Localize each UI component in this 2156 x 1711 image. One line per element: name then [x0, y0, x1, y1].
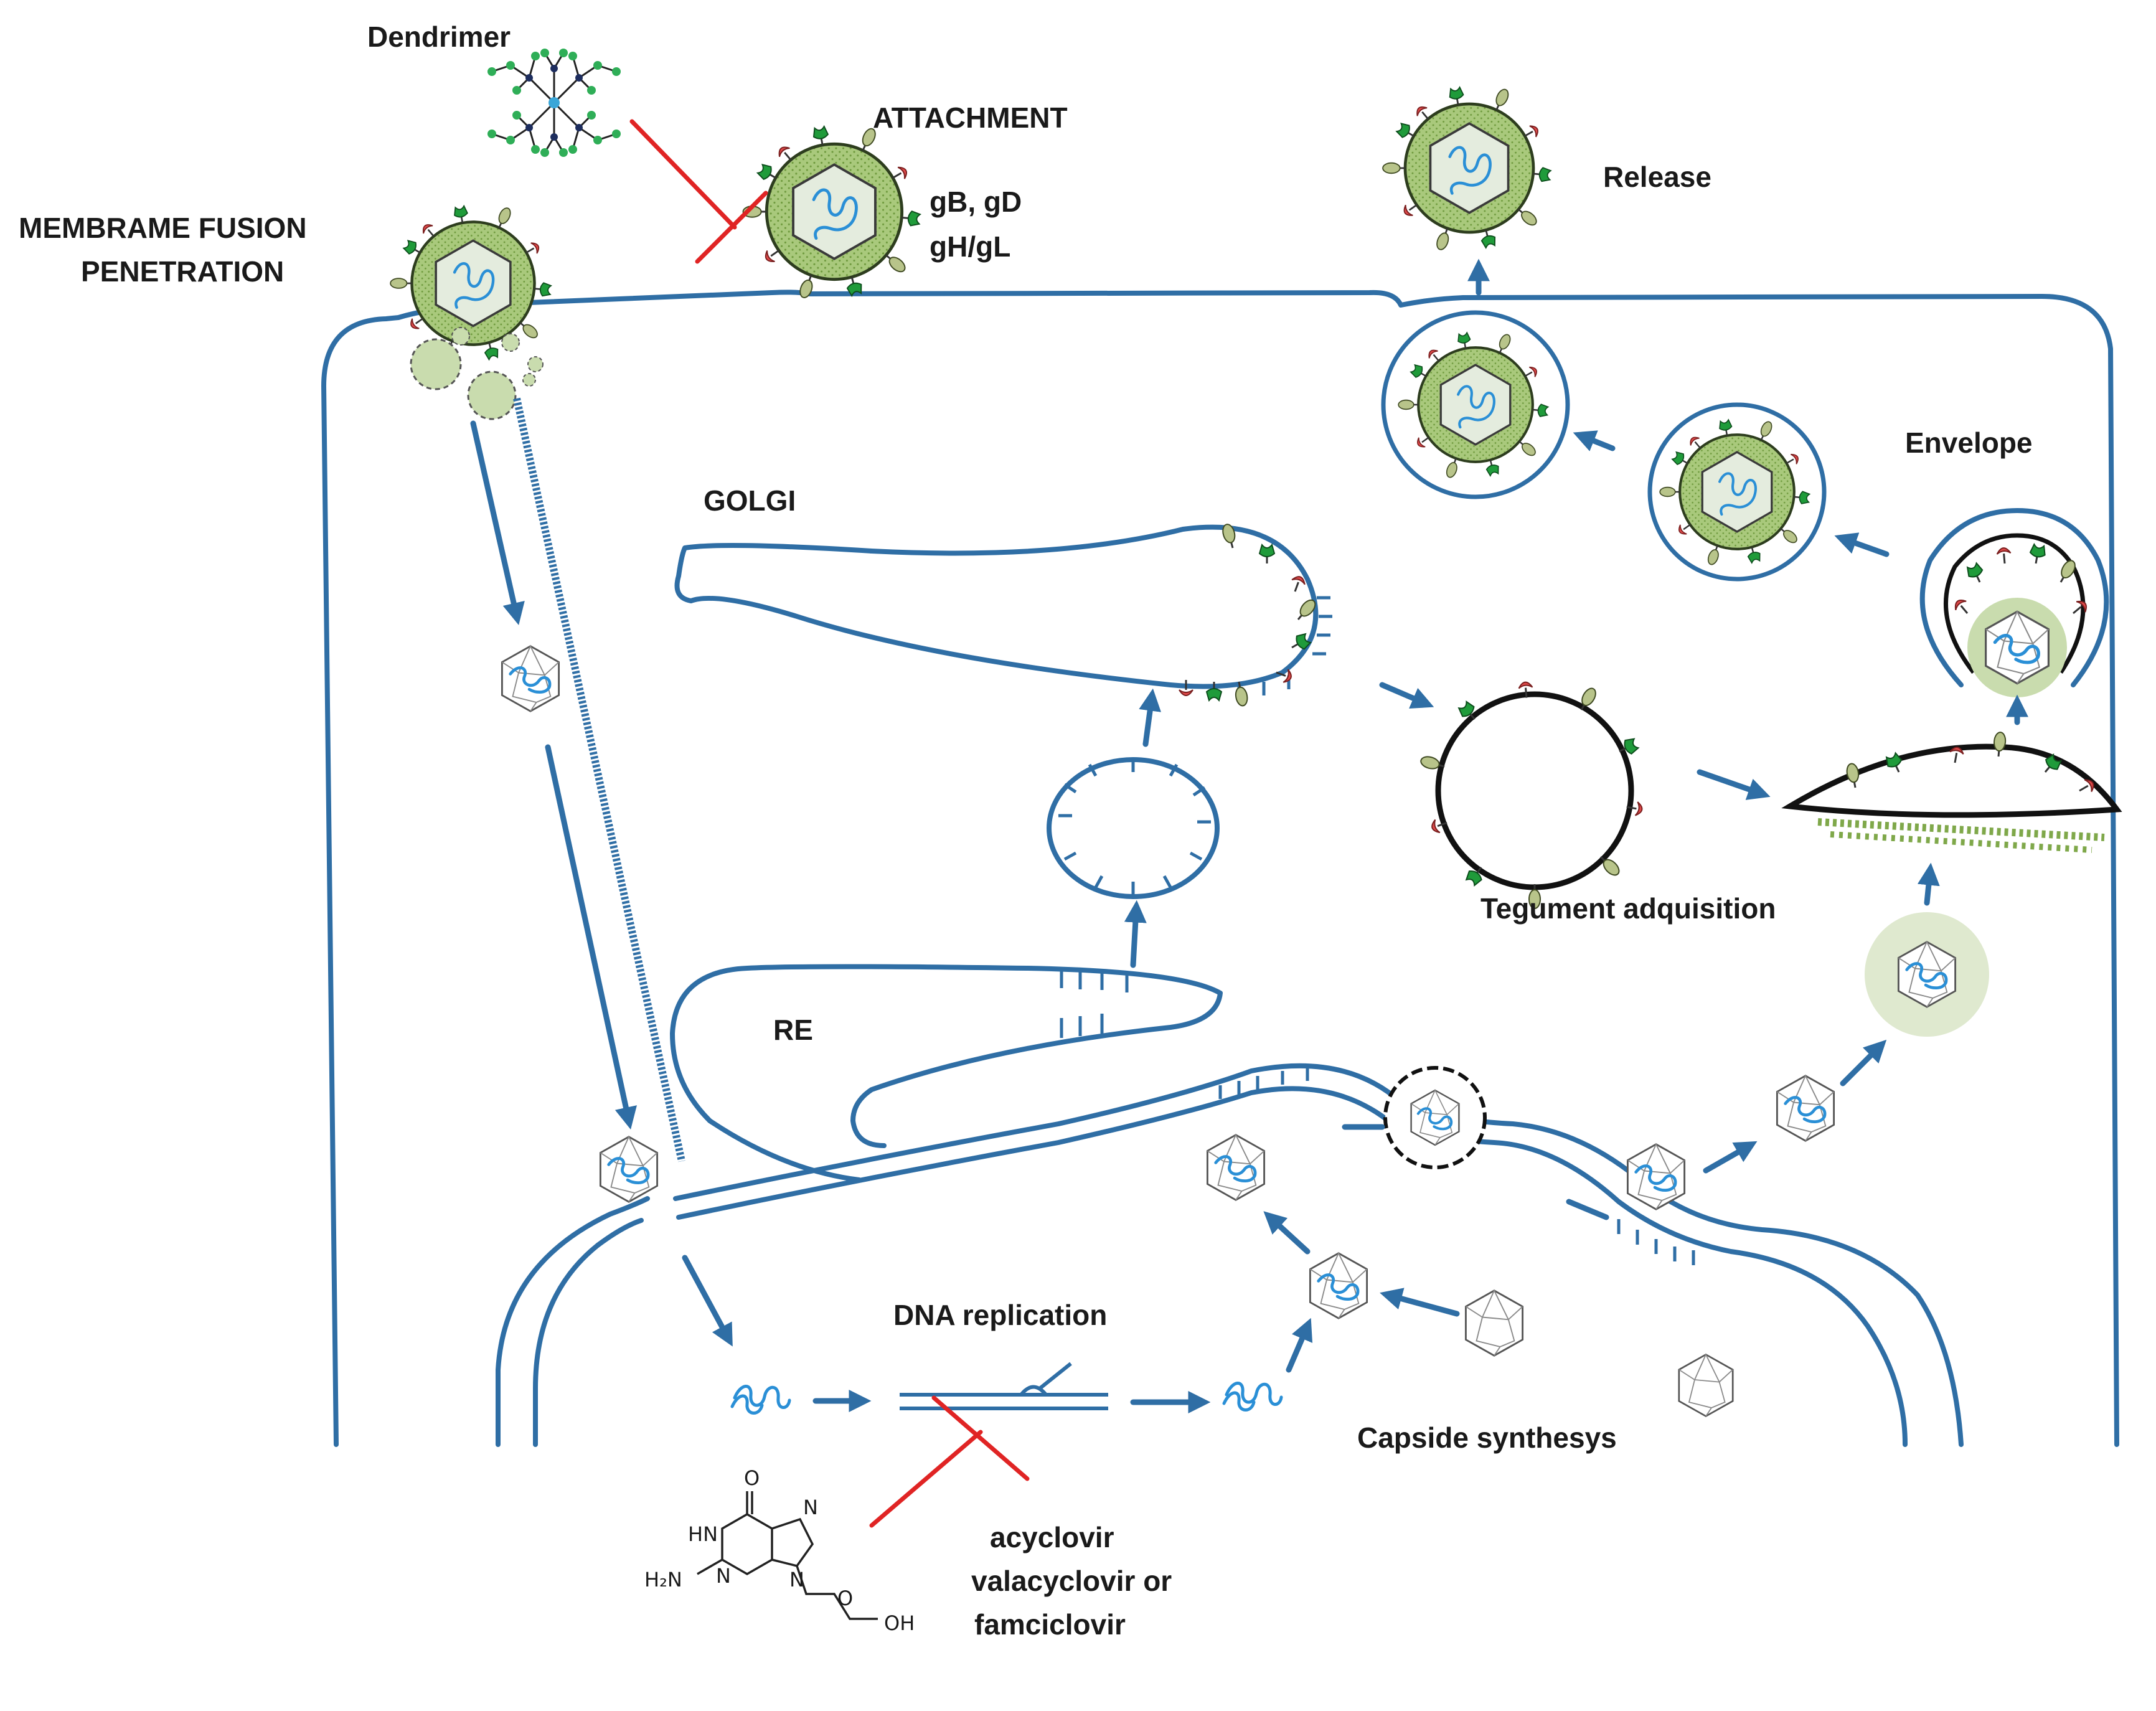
label-release: Release — [1603, 161, 1711, 193]
label-re: RE — [773, 1014, 813, 1046]
budding-envelope — [1919, 508, 2109, 697]
label-envelope: Envelope — [1905, 427, 2033, 459]
acyclovir-atoms: O HN H₂N N N N O OH — [644, 1466, 915, 1635]
label-valacyclovir: valacyclovir or — [971, 1565, 1172, 1597]
replication-fork — [900, 1362, 1108, 1410]
dna-coil-1 — [732, 1386, 789, 1413]
label-golgi: GOLGI — [704, 484, 796, 517]
label-attachment: ATTACHMENT — [873, 101, 1068, 134]
capsid-at-pore — [600, 1137, 657, 1202]
released-virion — [1383, 87, 1551, 251]
capsid-budding-nuclear — [1383, 1066, 1487, 1169]
label-dna-replication: DNA replication — [893, 1299, 1107, 1331]
capsid-incoming — [502, 646, 558, 712]
label-dendrimer: Dendrimer — [367, 21, 511, 53]
label-gb-gd: gB, gD — [930, 186, 1022, 218]
tegument-vesicle — [1418, 681, 1644, 910]
pathway-arrows — [470, 258, 2028, 1413]
svg-text:N: N — [789, 1568, 804, 1591]
svg-text:OH: OH — [884, 1611, 915, 1635]
endoplasmic-reticulum — [670, 964, 1223, 1182]
label-membrane-fusion: MEMBRAME FUSION — [19, 212, 307, 244]
transport-vesicle — [1047, 757, 1220, 899]
capsid-nuclear-1 — [1207, 1135, 1264, 1200]
vesicle-virion-1 — [1647, 402, 1827, 582]
capsid-tegumented — [1865, 912, 1989, 1037]
svg-text:O: O — [744, 1466, 760, 1490]
svg-text:N: N — [803, 1496, 818, 1519]
fusing-virion — [390, 205, 551, 420]
svg-text:H₂N: H₂N — [644, 1568, 682, 1591]
cell-membrane — [321, 290, 2119, 1447]
label-acyclovir: acyclovir — [990, 1521, 1114, 1553]
label-capside-synthesys: Capside synthesys — [1357, 1421, 1617, 1454]
svg-text:N: N — [716, 1564, 731, 1588]
label-penetration: PENETRATION — [81, 255, 284, 288]
golgi-apparatus — [674, 522, 1332, 708]
svg-text:O: O — [837, 1586, 853, 1610]
svg-text:HN: HN — [688, 1522, 718, 1546]
microtubule — [513, 397, 685, 1162]
label-tegument: Tegument adquisition — [1480, 892, 1776, 925]
acyclovir-molecule-icon — [697, 1491, 878, 1620]
capsid-empty-2 — [1678, 1354, 1734, 1417]
dna-coil-2 — [1224, 1383, 1281, 1410]
acyclovir-inhibition — [869, 1395, 1030, 1528]
capsid-nuclear-2 — [1310, 1253, 1367, 1319]
dendrimer-inhibition — [629, 119, 768, 264]
capsid-empty-1 — [1464, 1289, 1524, 1357]
tegument-dome — [1781, 730, 2122, 853]
capsid-exit-1 — [1627, 1144, 1684, 1210]
dendrimer-icon — [487, 49, 621, 157]
vesicle-virion-2 — [1381, 310, 1570, 499]
capsid-exit-2 — [1777, 1076, 1834, 1141]
attaching-virion — [743, 126, 921, 299]
label-gh-gl: gH/gL — [930, 230, 1010, 263]
label-famciclovir: famciclovir — [974, 1608, 1126, 1641]
